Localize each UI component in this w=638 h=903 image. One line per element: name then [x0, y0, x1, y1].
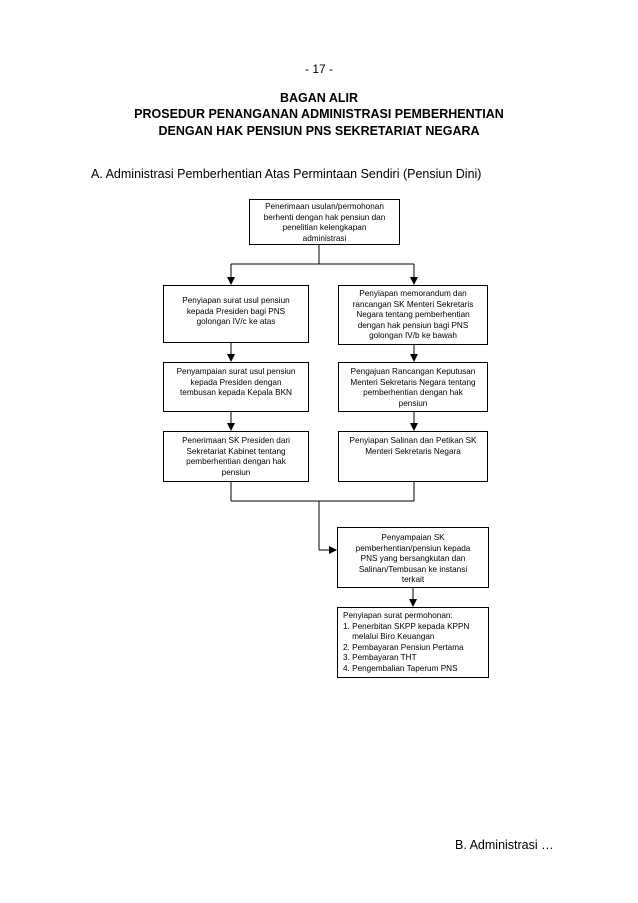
flow-step-penyiapan-memorandum: Penyiapan memorandum dan rancangan SK Me…	[338, 285, 488, 345]
page-number: - 17 -	[304, 62, 333, 76]
flow-step-penyampaian-sk: Penyampaian SK pemberhentian/pensiun kep…	[337, 527, 489, 588]
chart-title: BAGAN ALIR	[279, 91, 358, 105]
chart-subtitle-line-1: PROSEDUR PENANGANAN ADMINISTRASI PEMBERH…	[134, 107, 504, 121]
chart-subtitle-line-2: DENGAN HAK PENSIUN PNS SEKRETARIAT NEGAR…	[158, 124, 480, 138]
flow-step-penyiapan-salinan: Penyiapan Salinan dan Petikan SK Menteri…	[338, 431, 488, 482]
next-section-reference: B. Administrasi …	[455, 838, 554, 852]
flow-step-penyiapan-surat-permohonan: Penyiapan surat permohonan: 1. Penerbita…	[337, 607, 489, 678]
section-title: A. Administrasi Pemberhentian Atas Permi…	[91, 167, 482, 181]
flow-step-penyiapan-surat-usul: Penyiapan surat usul pensiun kepada Pres…	[163, 285, 309, 343]
flow-step-penerimaan-usulan: Penerimaan usulan/permohonan berhenti de…	[249, 199, 400, 245]
flow-step-penerimaan-sk-presiden: Penerimaan SK Presiden dari Sekretariat …	[163, 431, 309, 482]
flow-step-pengajuan-rancangan: Pengajuan Rancangan Keputusan Menteri Se…	[338, 362, 488, 412]
flow-step-penyampaian-surat-usul: Penyampaian surat usul pensiun kepada Pr…	[163, 362, 309, 412]
